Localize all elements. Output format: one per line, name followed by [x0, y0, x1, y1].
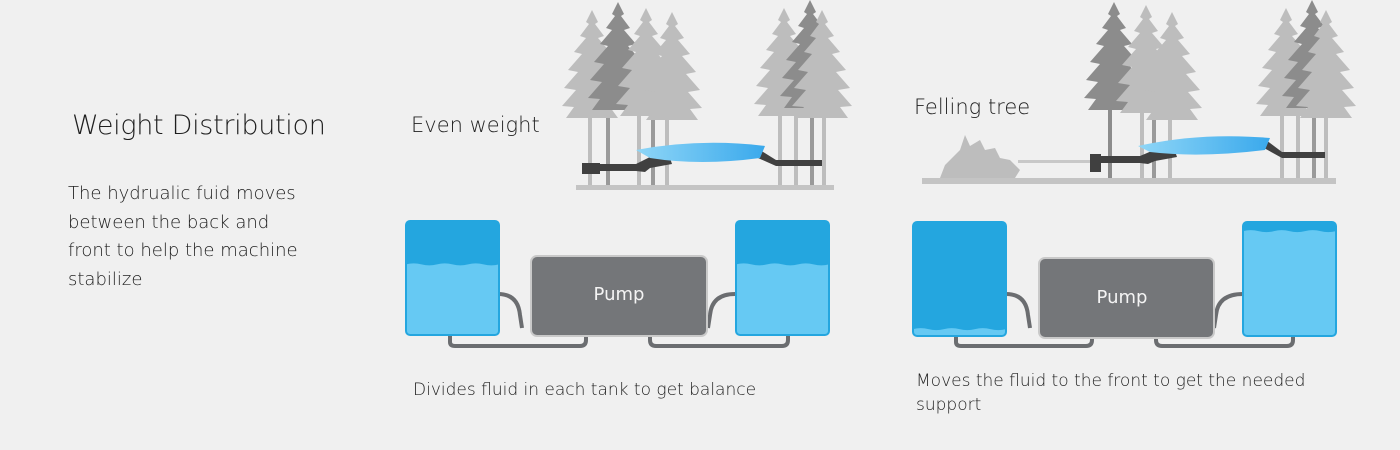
back-tank: [912, 221, 1007, 337]
back-tank: [405, 220, 500, 336]
tank-body: [913, 222, 1006, 336]
tank-fluid: [406, 263, 499, 335]
machine-cabin: [1138, 136, 1270, 155]
pump-label: Pump: [1097, 287, 1148, 308]
pipe: [954, 337, 1094, 348]
scenario-label-felling-tree: Felling tree: [914, 95, 1031, 119]
tank-border: [912, 221, 1007, 337]
pipe: [448, 335, 588, 348]
pipe: [1154, 337, 1295, 348]
forest-scene-felling-tree: [922, 0, 1356, 184]
tank-border: [735, 220, 830, 336]
harvester-head: [1090, 154, 1101, 172]
pipe: [706, 292, 736, 329]
caption-even-weight: Divides fluid in each tank to get balanc…: [413, 380, 757, 400]
tank-fluid: [913, 328, 1006, 336]
tank-fluid: [736, 263, 829, 335]
tree-group-right: [1256, 0, 1356, 178]
fallen-tree: [940, 135, 1093, 178]
crane-arm: [598, 164, 638, 171]
description: The hydrualic fuid moves between the bac…: [68, 183, 298, 290]
fallen-tree-icon: [940, 135, 1020, 178]
tank-border: [405, 220, 500, 336]
pump-box: [530, 255, 708, 337]
pump-label: Pump: [594, 284, 645, 305]
scenario-label-even-weight: Even weight: [411, 113, 540, 137]
tank-border: [1242, 221, 1337, 337]
harvester-head: [582, 163, 600, 174]
tank-fluid: [1243, 230, 1336, 336]
machine-cabin: [636, 142, 765, 162]
crane-arm: [1100, 156, 1142, 163]
caption-felling-tree: Moves the fluid to the front to get the …: [916, 371, 1306, 415]
hydraulic-system-even-weight: Pump: [405, 220, 830, 348]
front-tank: [735, 220, 830, 336]
forestry-machine: [1090, 136, 1325, 172]
front-tank: [1242, 221, 1337, 337]
tree-group-right: [754, 0, 852, 185]
ground-line: [922, 178, 1336, 184]
forest-scene-even-weight: [562, 0, 852, 190]
ground-line: [576, 185, 834, 190]
pipe: [1005, 292, 1032, 329]
pipe: [1212, 292, 1244, 329]
page-title: Weight Distribution: [72, 110, 326, 141]
pipe: [497, 292, 524, 329]
hydraulic-system-felling-tree: Pump: [912, 221, 1337, 348]
tree-group-left: [1084, 2, 1202, 178]
pump-box: [1038, 257, 1215, 339]
pipe: [648, 335, 790, 348]
forestry-machine: [582, 142, 822, 174]
